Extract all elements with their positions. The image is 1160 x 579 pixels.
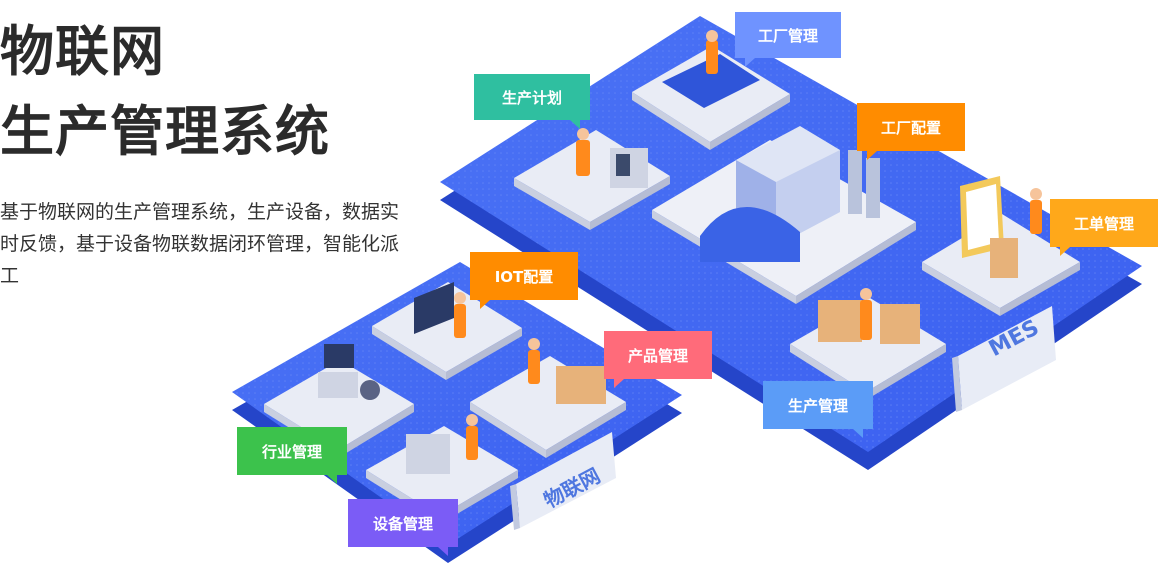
mes-label-panel xyxy=(952,306,1056,412)
tile-factory-building xyxy=(652,126,916,304)
tile-production-plan xyxy=(514,128,670,230)
tag-work-order-management[interactable]: 工单管理 xyxy=(1050,199,1158,256)
tile-conveyor xyxy=(632,30,790,150)
tag-industry-management[interactable]: 行业管理 xyxy=(237,427,347,484)
tag-equipment-management[interactable]: 设备管理 xyxy=(348,499,458,556)
tag-iot-config[interactable]: IOT配置 xyxy=(470,252,578,309)
tag-product-management[interactable]: 产品管理 xyxy=(604,331,712,388)
tag-factory-management[interactable]: 工厂管理 xyxy=(735,12,841,67)
tile-equipment xyxy=(366,414,518,524)
page-title-line2: 生产管理系统 xyxy=(0,100,330,163)
tag-production-plan[interactable]: 生产计划 xyxy=(474,74,590,129)
tag-production-management[interactable]: 生产管理 xyxy=(763,381,873,438)
tag-factory-config[interactable]: 工厂配置 xyxy=(857,103,965,160)
tile-iot-dashboard xyxy=(372,282,522,380)
tile-warehouse xyxy=(790,288,946,400)
page-description: 基于物联网的生产管理系统，生产设备，数据实时反馈，基于设备物联数据闭环管理，智能… xyxy=(0,201,400,287)
tile-work-order xyxy=(922,176,1080,316)
iot-label-panel xyxy=(510,432,616,530)
tile-product-boxes xyxy=(470,338,626,458)
page-title-line1: 物联网 xyxy=(0,20,165,83)
